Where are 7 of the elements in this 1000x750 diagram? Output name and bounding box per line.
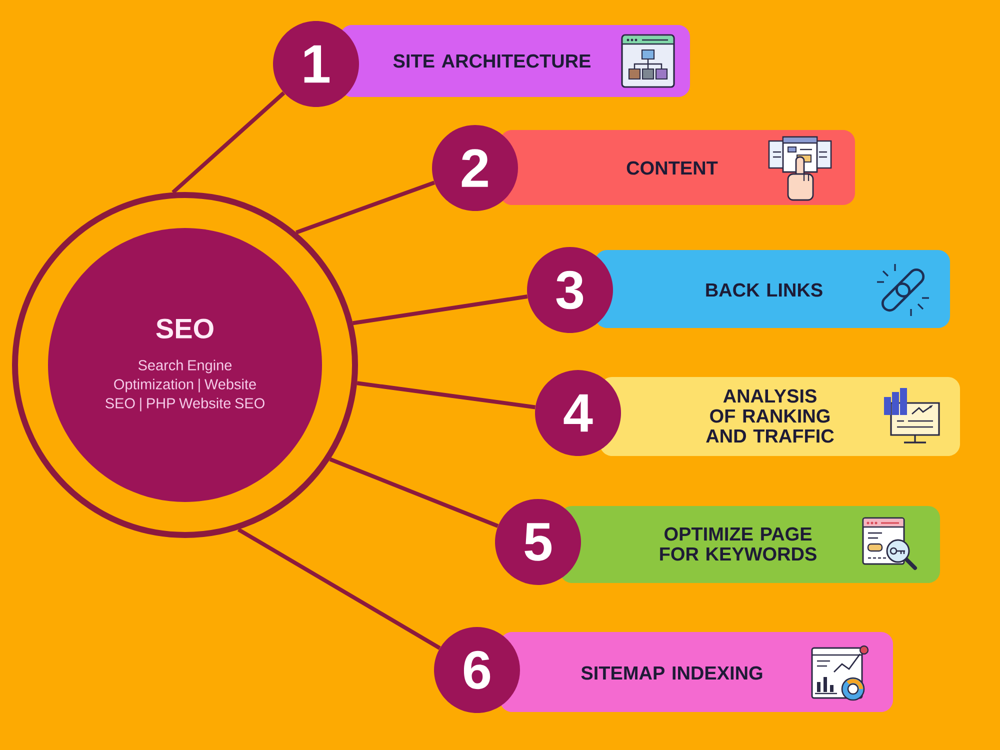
connector-line <box>352 294 528 326</box>
step-banner: BACK LINKS <box>595 250 950 328</box>
connector-line <box>237 528 441 650</box>
connector-line <box>329 457 499 528</box>
connector-line <box>296 180 436 234</box>
connector-line <box>356 381 536 410</box>
connector-line <box>172 91 286 194</box>
